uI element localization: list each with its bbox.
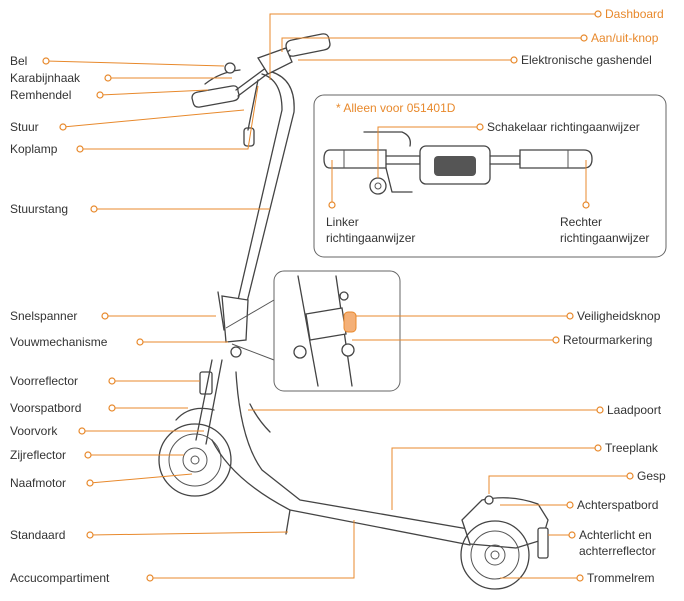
buckle-shape [484,495,494,505]
label-koplamp: Koplamp [10,142,58,156]
label-voorvork: Voorvork [10,424,58,438]
front-wheel [158,423,232,497]
label-naafmotor: Naafmotor [10,476,66,490]
bell-shape [224,62,236,74]
kickstand [285,509,291,535]
label-schakelaar: Schakelaar richtingaanwijzer [487,120,640,134]
left-grip [191,85,240,108]
label-dashboard: Dashboard [605,7,664,21]
brake-lever [204,69,241,85]
label-karabijnhaak: Karabijnhaak [10,71,81,85]
label-treeplank: Treeplank [605,441,659,455]
label-trommelrem: Trommelrem [587,571,655,585]
label-laadpoort: Laadpoort [607,403,662,417]
label-voorreflector: Voorreflector [10,374,78,388]
folding-detail-inset [225,270,401,392]
turn-signal-inset: * Alleen voor 051401D [313,94,667,258]
label-linker-2: richtingaanwijzer [326,231,415,245]
label-gashendel: Elektronische gashendel [521,53,652,67]
label-retourmarkering: Retourmarkering [563,333,652,347]
dashboard-shape [257,47,293,75]
rear-wheel [460,520,530,590]
right-grip [285,33,331,57]
rear-light-shape [537,527,549,559]
label-aan-uit-knop: Aan/uit-knop [591,31,659,45]
stem [237,73,283,301]
label-rechter-2: richtingaanwijzer [560,231,649,245]
scooter-illustration [158,33,549,590]
label-accucompartiment: Accucompartiment [10,571,110,585]
label-rechter-1: Rechter [560,215,602,229]
deck [211,439,471,546]
part-labels: Bel Karabijnhaak Remhendel Stuur Koplamp… [10,7,666,585]
label-stuur: Stuur [10,120,39,134]
label-achterspatbord: Achterspatbord [577,498,658,512]
label-linker-1: Linker [326,215,359,229]
front-fender [175,407,215,421]
label-standaard: Standaard [10,528,65,542]
label-voorspatbord: Voorspatbord [10,401,81,415]
label-achterlicht-1: Achterlicht en [579,528,652,542]
label-stuurstang: Stuurstang [10,202,68,216]
front-fork [195,359,213,441]
folding-area [221,295,249,343]
label-veiligheidsknop: Veiligheidsknop [577,309,661,323]
inset-note: * Alleen voor 051401D [336,101,456,115]
label-snelspanner: Snelspanner [10,309,77,323]
label-zijreflector: Zijreflector [10,448,66,462]
label-remhendel: Remhendel [10,88,71,102]
leader-lines [42,10,634,582]
label-vouwmechanisme: Vouwmechanisme [10,335,108,349]
label-bel: Bel [10,54,27,68]
label-achterlicht-2: achterreflector [579,544,656,558]
label-gesp: Gesp [637,469,666,483]
